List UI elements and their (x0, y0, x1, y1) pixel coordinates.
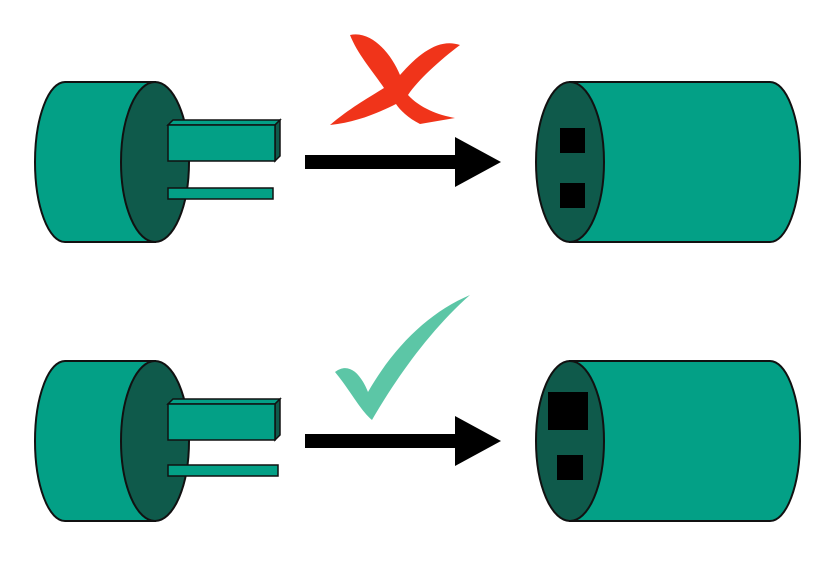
plug-wrong (34, 81, 282, 243)
socket-right (535, 360, 801, 522)
row-correct (34, 295, 801, 522)
row-incorrect (34, 34, 801, 243)
socket-wrong (535, 81, 801, 243)
arrow-right (305, 416, 501, 466)
plug-right (34, 360, 282, 522)
check-icon (335, 295, 470, 420)
cross-icon (330, 34, 460, 126)
arrow-wrong (305, 137, 501, 187)
